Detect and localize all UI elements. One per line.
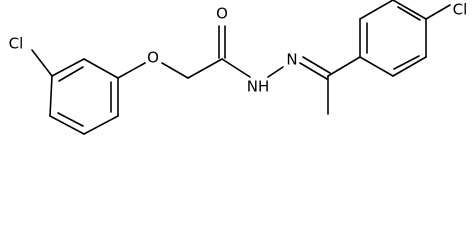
chemical-structure-diagram: Cl O O NH N xyxy=(9,0,468,135)
bond xyxy=(83,115,119,135)
imine-n-label: N xyxy=(286,51,297,69)
bond xyxy=(51,58,85,77)
double-bond-inner xyxy=(57,112,84,127)
bond xyxy=(49,115,85,135)
bond-ring-o xyxy=(117,62,146,79)
imine-double-bond xyxy=(302,56,331,74)
double-bond-inner xyxy=(393,55,420,70)
bond-co-nh xyxy=(221,58,251,78)
bond xyxy=(392,0,427,20)
ether-oxygen-label: O xyxy=(147,49,159,67)
bond xyxy=(49,75,53,117)
double-bond-inner xyxy=(397,6,421,21)
bond-cl-left xyxy=(31,49,53,77)
amide-nh-label: NH xyxy=(247,78,270,96)
bond-o-ch2 xyxy=(161,62,189,79)
bond xyxy=(83,58,119,79)
bond-c-ring xyxy=(327,56,361,77)
structure-canvas: Cl O O NH N xyxy=(8,0,468,135)
bond-ch2-co xyxy=(187,58,223,79)
bond xyxy=(359,0,394,20)
carbonyl-oxygen-label: O xyxy=(216,5,228,23)
right-benzene-ring xyxy=(359,0,427,77)
bond xyxy=(359,56,394,77)
bond xyxy=(392,56,427,77)
cl-left-label: Cl xyxy=(9,35,24,53)
bond-nh-n xyxy=(267,66,284,78)
cl-right-label: Cl xyxy=(453,1,468,19)
imine-double-bond xyxy=(299,62,328,80)
double-bond-inner xyxy=(58,66,84,82)
left-benzene-ring xyxy=(49,58,119,135)
bond-cl-right xyxy=(425,4,451,20)
